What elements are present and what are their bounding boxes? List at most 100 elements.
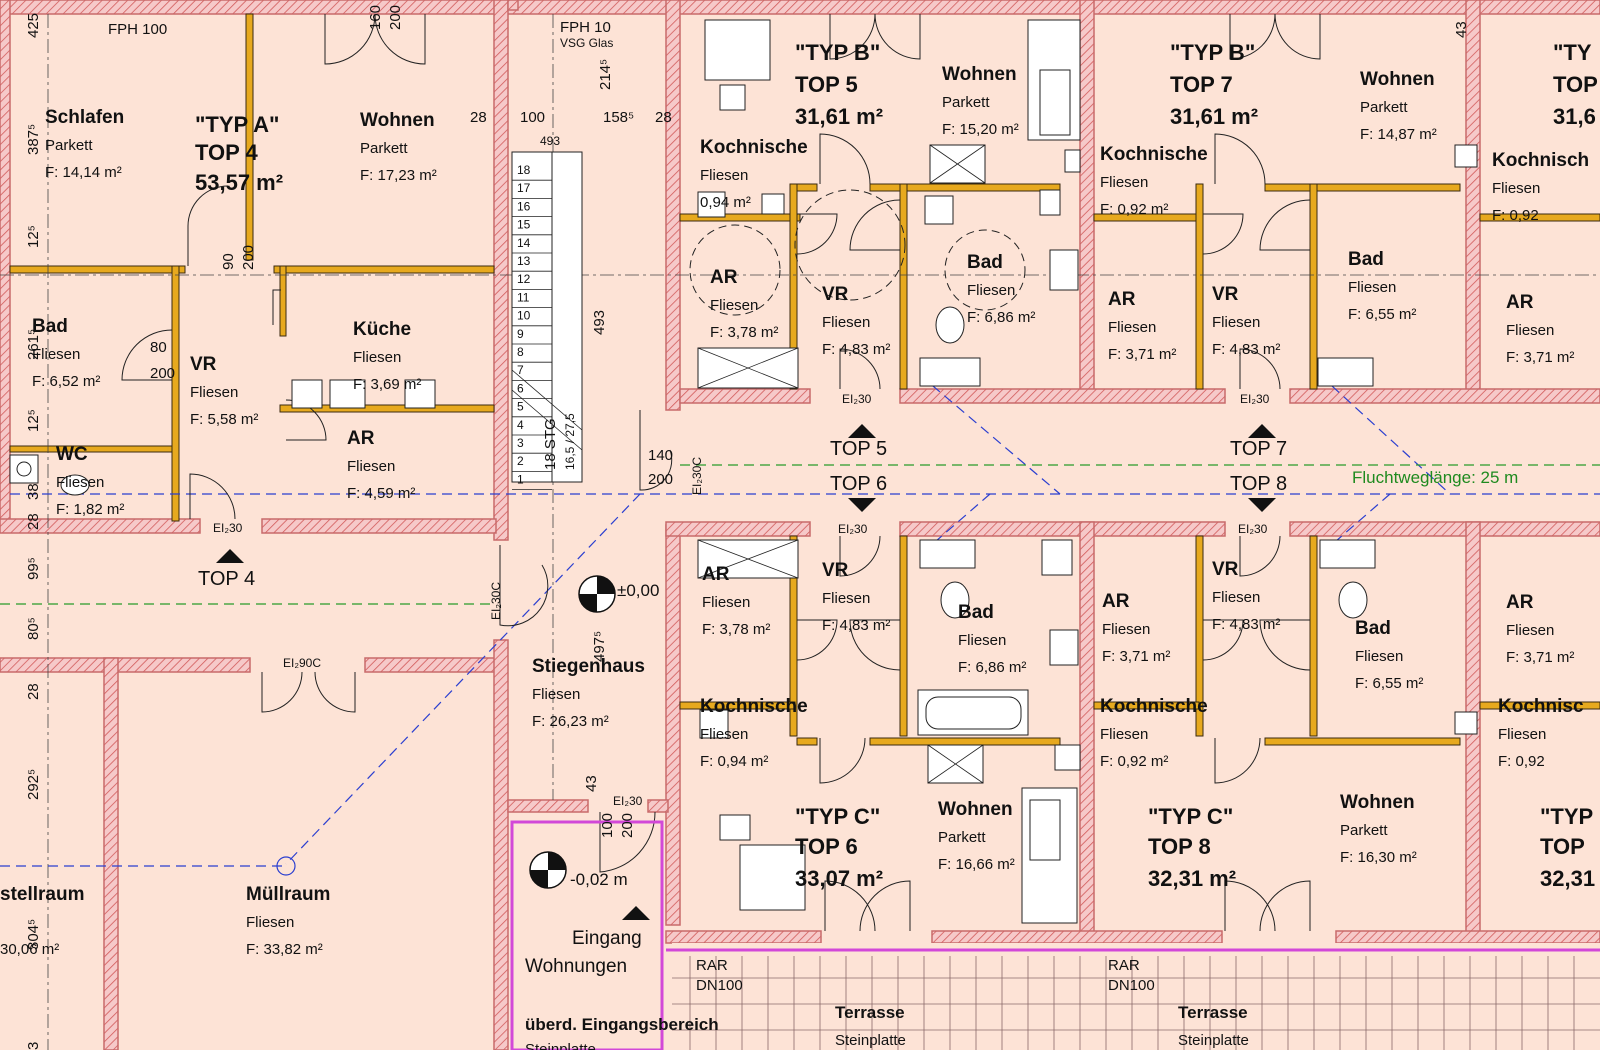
room-area: F: 15,20 m² — [942, 121, 1019, 138]
level-entrance: -0,02 m — [570, 870, 628, 889]
room-name: Bad — [32, 316, 68, 337]
room-area: F: 4,83 m² — [822, 617, 890, 634]
ei30c-1: EI₂30C — [690, 457, 704, 495]
dimension-label: 140 — [648, 447, 673, 464]
room-name: Bad — [967, 252, 1003, 273]
stair-step-number: 4 — [517, 418, 524, 432]
room-name: VR — [190, 354, 217, 375]
room-floor: Fliesen — [822, 314, 870, 331]
dimension-label: 261⁵ — [25, 329, 42, 360]
dimension-label: 28 — [25, 683, 42, 700]
room-area: F: 0,92 — [1498, 753, 1545, 770]
room-area: F: 3,71 m² — [1102, 648, 1170, 665]
fixtures — [9, 19, 1478, 924]
room-floor: Parkett — [1360, 99, 1408, 116]
room-area: F: 1,82 m² — [56, 501, 124, 518]
svg-text:53,57 m²: 53,57 m² — [195, 170, 283, 195]
top6-entry: TOP 6 — [830, 473, 887, 495]
room-area: F: 6,86 m² — [958, 659, 1026, 676]
svg-text:TOP 8: TOP 8 — [1148, 834, 1211, 859]
ei90c-muell: EI₂90C — [283, 656, 321, 670]
room-floor: Fliesen — [700, 167, 748, 184]
room-area: F: 3,71 m² — [1506, 349, 1574, 366]
stair-step-number: 8 — [517, 345, 524, 359]
room-area: F: 5,58 m² — [190, 411, 258, 428]
svg-text:"TYP A": "TYP A" — [195, 112, 279, 137]
svg-text:TOP: TOP — [1553, 72, 1598, 97]
room-floor: Fliesen — [1212, 589, 1260, 606]
stair-step-number: 11 — [517, 290, 530, 304]
dimension-label: 387⁵ — [25, 124, 42, 155]
room-area: F: 33,82 m² — [246, 941, 323, 958]
level-marker-0 — [578, 575, 616, 613]
room-area: F: 3,71 m² — [1108, 346, 1176, 363]
svg-text:"TY: "TY — [1553, 40, 1592, 65]
doors — [121, 13, 1321, 932]
room-floor: Fliesen — [1498, 726, 1546, 743]
dimension-label: 200 — [150, 365, 175, 382]
room-area: F: 4,83 m² — [1212, 616, 1280, 633]
room-name: AR — [1102, 591, 1130, 612]
room-name: VR — [822, 560, 849, 581]
svg-text:33,07 m²: 33,07 m² — [795, 866, 883, 891]
ueberd-floor: Steinplatte — [525, 1041, 596, 1050]
room-area: F: 6,55 m² — [1348, 306, 1416, 323]
escape-route — [0, 374, 1600, 876]
svg-text:32,31 m²: 32,31 m² — [1148, 866, 1236, 891]
room-floor: Fliesen — [32, 346, 80, 363]
rar-1-dn: DN100 — [696, 977, 743, 994]
stair-step-number: 9 — [517, 327, 524, 341]
room-floor: Fliesen — [1506, 622, 1554, 639]
ueberd-eingang: überd. Eingangsbereich — [525, 1015, 719, 1034]
room-area: F: 0,94 m² — [700, 753, 768, 770]
room-floor: Fliesen — [1100, 174, 1148, 191]
label-fph10: FPH 10 — [560, 19, 611, 36]
room-name: AR — [710, 267, 738, 288]
dimension-label: 43 — [1453, 21, 1470, 38]
label-fph100: FPH 100 — [108, 21, 167, 38]
dimension-label: 497⁵ — [591, 631, 608, 662]
room-name: Wohnen — [1360, 69, 1435, 90]
room-area: F: 0,92 m² — [1100, 753, 1168, 770]
room-floor: Fliesen — [710, 297, 758, 314]
room-name: Kochnisch — [1492, 150, 1589, 171]
eingang: Eingang — [572, 928, 642, 949]
room-floor: Fliesen — [1102, 621, 1150, 638]
flucht-label: Fluchtweglänge: 25 m — [1352, 468, 1518, 487]
terrasse-1-floor: Steinplatte — [835, 1032, 906, 1049]
svg-text:TOP 5: TOP 5 — [795, 72, 858, 97]
room-area: F: 6,52 m² — [32, 373, 100, 390]
room-floor: Fliesen — [967, 282, 1015, 299]
stair-step-number: 6 — [517, 381, 524, 395]
room-floor: Fliesen — [347, 458, 395, 475]
room-floor: Parkett — [45, 137, 93, 154]
svg-text:"TYP C": "TYP C" — [1148, 804, 1233, 829]
dimension-label: 3 — [25, 1042, 42, 1050]
stair-step-number: 15 — [517, 218, 531, 232]
partition-walls — [9, 13, 1600, 746]
terrasse-2: Terrasse — [1178, 1003, 1248, 1022]
room-floor: Fliesen — [1108, 319, 1156, 336]
room-name: AR — [347, 428, 375, 449]
room-name: stellraum — [0, 884, 84, 905]
